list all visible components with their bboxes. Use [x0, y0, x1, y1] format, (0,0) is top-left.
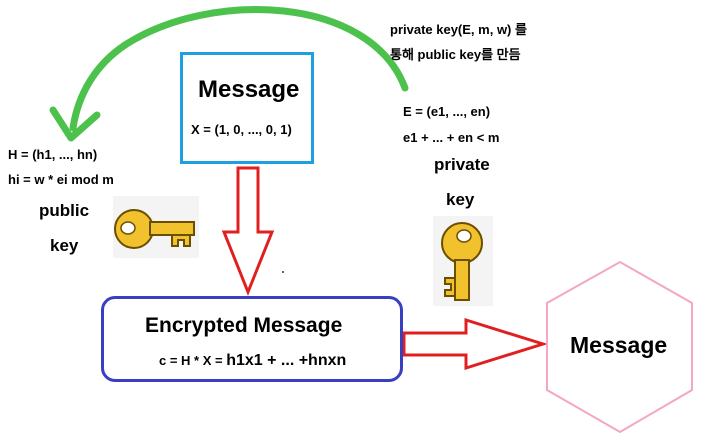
red-right-arrow: [402, 317, 549, 371]
public-hi-definition: hi = w * ei mod m: [8, 172, 114, 187]
private-e-definition: E = (e1, ..., en): [403, 104, 491, 119]
green-curved-arrow: [69, 6, 409, 132]
private-note-line2: 통해 public key를 만듬: [390, 47, 521, 62]
stray-dot: [282, 271, 284, 273]
message-box: [180, 52, 314, 164]
public-key-label-line2: key: [50, 236, 79, 255]
formula-terms: h1x1 + ... +hnxn: [226, 352, 347, 369]
output-hexagon: [546, 260, 693, 434]
private-sum-constraint: e1 + ... + en < m: [403, 130, 500, 145]
public-key-icon: [113, 196, 199, 258]
formula-prefix: c = H * X =: [159, 353, 223, 368]
encrypted-message-formula: c = H * X = h1x1 + ... +hnxn: [159, 352, 346, 370]
output-message-label: Message: [570, 332, 668, 358]
public-h-definition: H = (h1, ..., hn): [8, 147, 98, 162]
private-key-label-line2: key: [446, 190, 475, 209]
public-key-label-line1: public: [39, 201, 90, 220]
encrypted-message-title: Encrypted Message: [145, 314, 343, 337]
green-arrow-head: [49, 106, 101, 142]
encrypted-message-box: [101, 296, 403, 382]
message-title: Message: [198, 76, 300, 103]
red-down-arrow: [221, 166, 275, 297]
private-key-label-line1: private: [434, 155, 490, 174]
private-key-icon: [433, 216, 493, 306]
private-note-line1: private key(E, m, w) 를: [390, 22, 527, 37]
message-vector: X = (1, 0, ..., 0, 1): [191, 122, 292, 137]
